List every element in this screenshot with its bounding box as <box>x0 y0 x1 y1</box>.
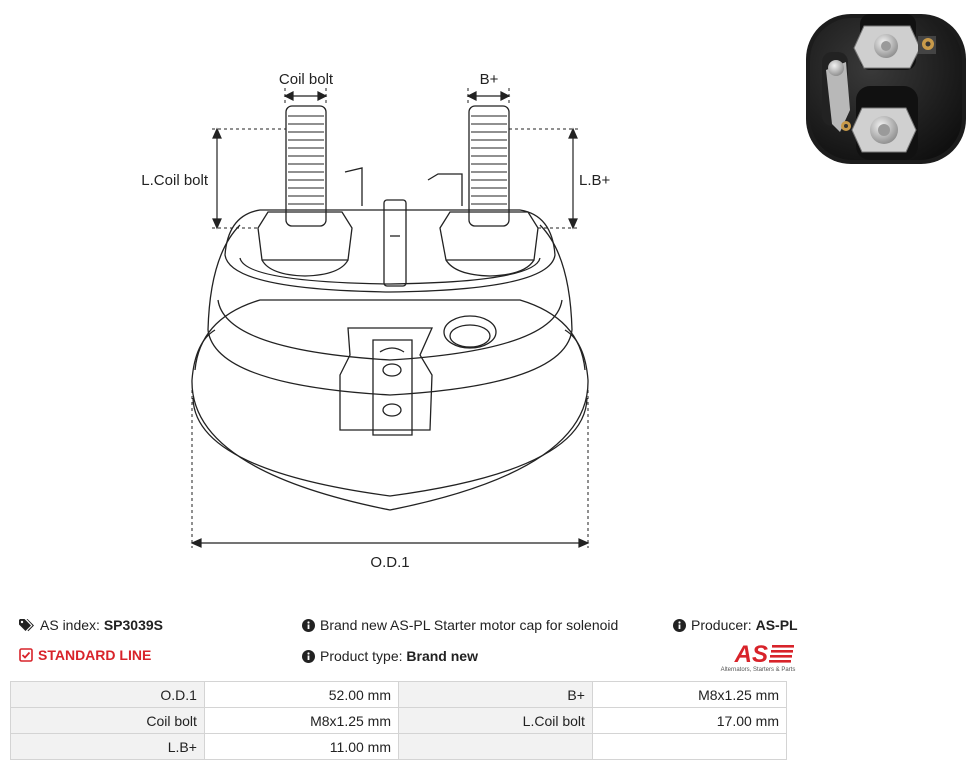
dim-label-coil-bolt: Coil bolt <box>279 71 334 88</box>
as-index-value: SP3039S <box>103 617 163 633</box>
logo-mark: AS <box>734 641 768 668</box>
producer: Producer: AS-PL <box>673 617 798 633</box>
dim-label-l-b-plus: L.B+ <box>579 172 611 189</box>
info-circle-icon <box>302 650 315 663</box>
tags-icon <box>19 619 34 632</box>
product-type: Product type: Brand new <box>302 648 478 664</box>
table-row: L.B+ 11.00 mm <box>10 733 788 760</box>
description-text: Brand new AS-PL Starter motor cap for so… <box>320 617 619 633</box>
technical-drawing: Coil bolt B+ L.Coil bolt L.B+ O.D.1 <box>141 71 611 571</box>
spec-label <box>398 733 593 760</box>
logo-tagline: Alternators, Starters & Parts <box>721 667 796 673</box>
dim-label-l-coil-bolt: L.Coil bolt <box>141 172 209 189</box>
spec-value: 17.00 mm <box>591 707 788 734</box>
product-type-label: Product type: <box>320 648 403 664</box>
dim-label-b-plus: B+ <box>480 71 499 88</box>
product-type-value: Brand new <box>406 648 478 664</box>
info-circle-icon <box>673 619 686 632</box>
table-row: O.D.1 52.00 mm B+ M8x1.25 mm <box>10 681 788 708</box>
producer-value: AS-PL <box>755 617 798 633</box>
product-description: Brand new AS-PL Starter motor cap for so… <box>302 617 618 633</box>
spec-value: M8x1.25 mm <box>591 681 788 708</box>
spec-label: L.B+ <box>10 733 205 760</box>
spec-label: L.Coil bolt <box>398 707 593 734</box>
as-index: AS index: SP3039S <box>19 617 163 633</box>
producer-label: Producer: <box>691 617 752 633</box>
standard-line-badge: STANDARD LINE <box>19 647 151 663</box>
standard-line-text: STANDARD LINE <box>38 647 152 663</box>
spec-value: M8x1.25 mm <box>203 707 400 734</box>
spec-label: O.D.1 <box>10 681 205 708</box>
dim-label-od1: O.D.1 <box>370 554 409 571</box>
info-circle-icon <box>302 619 315 632</box>
check-square-icon <box>19 648 33 662</box>
table-row: Coil bolt M8x1.25 mm L.Coil bolt 17.00 m… <box>10 707 788 734</box>
spec-value <box>591 733 788 760</box>
specs-table: O.D.1 52.00 mm B+ M8x1.25 mm Coil bolt M… <box>10 681 788 760</box>
as-pl-logo: AS Alternators, Starters & Parts <box>721 641 796 673</box>
product-photo[interactable] <box>806 14 966 164</box>
spec-value: 11.00 mm <box>203 733 400 760</box>
spec-label: Coil bolt <box>10 707 205 734</box>
spec-value: 52.00 mm <box>203 681 400 708</box>
spec-label: B+ <box>398 681 593 708</box>
as-index-label: AS index: <box>40 617 100 633</box>
